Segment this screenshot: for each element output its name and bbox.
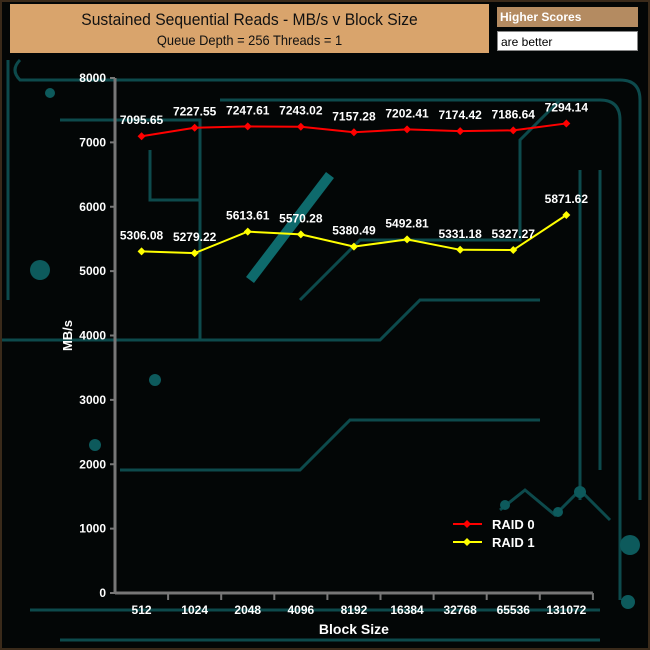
data-label: 5492.81 bbox=[385, 216, 429, 230]
data-label: 7157.28 bbox=[332, 109, 376, 123]
data-label: 5327.27 bbox=[492, 227, 536, 241]
data-point bbox=[296, 230, 305, 239]
y-tick-label: 1000 bbox=[79, 522, 106, 536]
data-point bbox=[403, 235, 412, 244]
data-point bbox=[456, 127, 465, 136]
y-tick-label: 5000 bbox=[79, 264, 106, 278]
y-axis-title: MB/s bbox=[60, 320, 75, 351]
title-box: Sustained Sequential Reads - MB/s v Bloc… bbox=[10, 4, 489, 53]
data-label: 7095.65 bbox=[120, 113, 164, 127]
data-label: 5871.62 bbox=[545, 192, 589, 206]
data-point bbox=[243, 227, 252, 236]
data-label: 7247.61 bbox=[226, 103, 270, 117]
y-tick-label: 3000 bbox=[79, 393, 106, 407]
x-axis-title: Block Size bbox=[319, 621, 389, 637]
are-better-note: are better bbox=[497, 31, 638, 51]
data-label: 7186.64 bbox=[492, 107, 536, 121]
data-label: 7174.42 bbox=[438, 108, 482, 122]
data-label: 5306.08 bbox=[120, 228, 164, 242]
data-point bbox=[403, 125, 412, 134]
data-point bbox=[509, 126, 518, 135]
chart-subtitle: Queue Depth = 256 Threads = 1 bbox=[156, 32, 343, 48]
x-tick-label: 8192 bbox=[341, 603, 368, 617]
data-point bbox=[137, 132, 146, 141]
data-point bbox=[562, 211, 571, 220]
x-tick-label: 512 bbox=[132, 603, 152, 617]
x-tick-label: 131072 bbox=[546, 603, 586, 617]
y-tick-label: 8000 bbox=[79, 71, 106, 85]
data-point bbox=[296, 122, 305, 131]
x-tick-label: 4096 bbox=[287, 603, 314, 617]
x-tick-label: 32768 bbox=[443, 603, 477, 617]
x-tick-label: 2048 bbox=[234, 603, 261, 617]
data-label: 5570.28 bbox=[279, 211, 323, 225]
y-tick-label: 4000 bbox=[79, 329, 106, 343]
data-point bbox=[137, 247, 146, 256]
data-label: 5331.18 bbox=[438, 227, 482, 241]
data-label: 7202.41 bbox=[385, 106, 429, 120]
legend-marker bbox=[463, 520, 471, 528]
data-point bbox=[190, 123, 199, 132]
y-tick-label: 7000 bbox=[79, 135, 106, 149]
data-point bbox=[190, 249, 199, 258]
data-label: 7243.02 bbox=[279, 104, 323, 118]
data-label: 7294.14 bbox=[545, 100, 589, 114]
data-point bbox=[349, 128, 358, 137]
legend-marker bbox=[463, 538, 471, 546]
data-point bbox=[509, 246, 518, 255]
data-point bbox=[456, 245, 465, 254]
legend-label: RAID 1 bbox=[492, 535, 535, 550]
x-tick-label: 1024 bbox=[181, 603, 208, 617]
x-tick-label: 16384 bbox=[390, 603, 424, 617]
data-point bbox=[562, 119, 571, 128]
higher-scores-note: Higher Scores bbox=[497, 7, 638, 27]
chart-title: Sustained Sequential Reads - MB/s v Bloc… bbox=[81, 10, 418, 29]
y-tick-label: 0 bbox=[99, 586, 106, 600]
legend-label: RAID 0 bbox=[492, 517, 535, 532]
data-label: 5613.61 bbox=[226, 209, 270, 223]
y-tick-label: 6000 bbox=[79, 200, 106, 214]
data-point bbox=[243, 122, 252, 131]
data-point bbox=[349, 242, 358, 251]
y-tick-label: 2000 bbox=[79, 457, 106, 471]
data-label: 5380.49 bbox=[332, 224, 376, 238]
x-tick-label: 65536 bbox=[497, 603, 531, 617]
data-label: 5279.22 bbox=[173, 230, 217, 244]
data-label: 7227.55 bbox=[173, 105, 217, 119]
